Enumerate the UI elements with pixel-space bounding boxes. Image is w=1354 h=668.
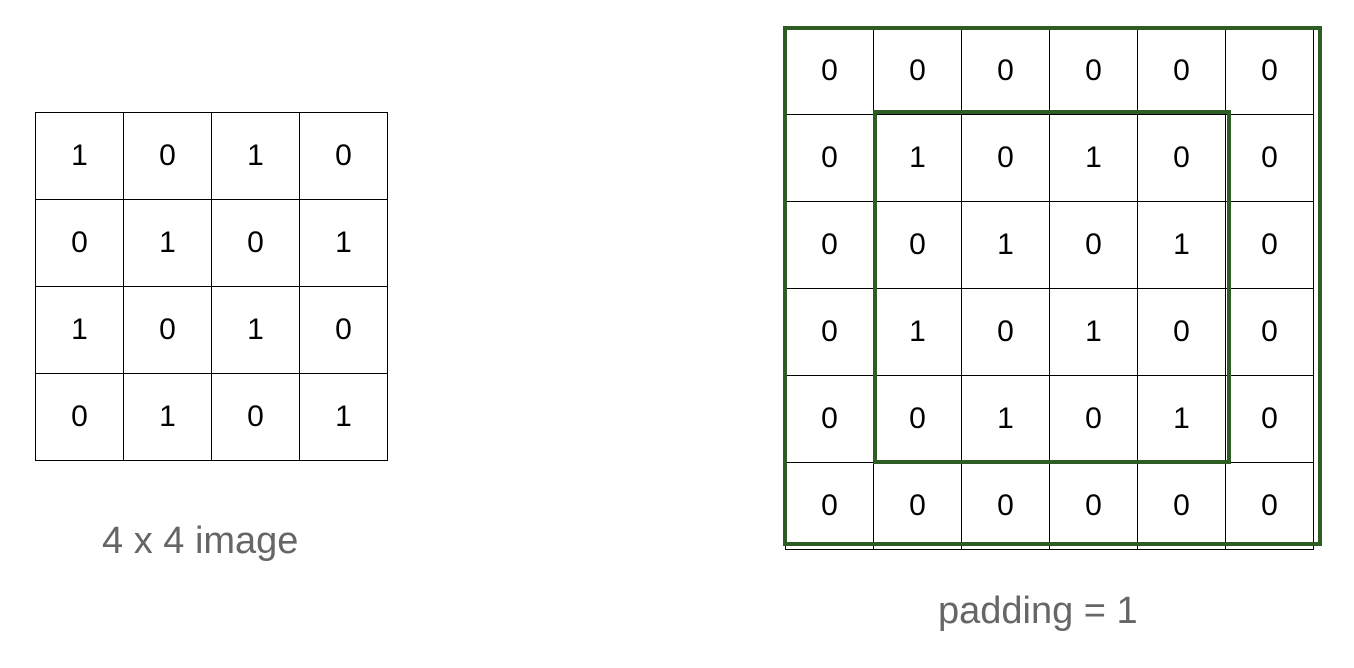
matrix-cell: 0 [962, 463, 1050, 550]
matrix-cell: 0 [212, 374, 300, 461]
matrix-cell: 0 [786, 202, 874, 289]
matrix-cell: 0 [1226, 463, 1314, 550]
matrix-cell: 1 [36, 287, 124, 374]
matrix-cell: 1 [1050, 289, 1138, 376]
matrix-cell: 0 [962, 289, 1050, 376]
matrix-cell: 1 [1050, 115, 1138, 202]
matrix-cell: 1 [962, 202, 1050, 289]
image-caption: 4 x 4 image [102, 520, 299, 562]
matrix-cell: 0 [874, 202, 962, 289]
matrix-cell: 0 [124, 113, 212, 200]
matrix-cell: 0 [962, 28, 1050, 115]
matrix-cell: 1 [124, 200, 212, 287]
matrix-cell: 0 [962, 115, 1050, 202]
matrix-cell: 1 [1138, 376, 1226, 463]
matrix-cell: 1 [300, 200, 388, 287]
matrix-cell: 0 [786, 376, 874, 463]
matrix-cell: 0 [212, 200, 300, 287]
matrix-cell: 0 [1050, 202, 1138, 289]
matrix-cell: 0 [1226, 289, 1314, 376]
matrix-cell: 0 [1138, 115, 1226, 202]
matrix-cell: 0 [1050, 376, 1138, 463]
matrix-cell: 0 [1226, 28, 1314, 115]
matrix-cell: 0 [1050, 28, 1138, 115]
matrix-cell: 0 [786, 463, 874, 550]
matrix-cell: 1 [874, 115, 962, 202]
matrix-cell: 1 [874, 289, 962, 376]
matrix-cell: 1 [962, 376, 1050, 463]
matrix-cell: 0 [874, 376, 962, 463]
matrix-cell: 0 [1226, 202, 1314, 289]
matrix-cell: 1 [212, 287, 300, 374]
matrix-cell: 0 [1050, 463, 1138, 550]
matrix-cell: 0 [300, 287, 388, 374]
matrix-cell: 0 [124, 287, 212, 374]
matrix-cell: 0 [1226, 376, 1314, 463]
matrix-cell: 0 [300, 113, 388, 200]
matrix-cell: 0 [36, 374, 124, 461]
matrix-cell: 0 [786, 28, 874, 115]
matrix-cell: 0 [1138, 28, 1226, 115]
matrix-cell: 1 [1138, 202, 1226, 289]
matrix-cell: 0 [874, 28, 962, 115]
matrix-cell: 1 [300, 374, 388, 461]
matrix-cell: 0 [1138, 289, 1226, 376]
matrix-cell: 0 [786, 289, 874, 376]
padding-caption: padding = 1 [938, 590, 1138, 632]
matrix-cell: 0 [1138, 463, 1226, 550]
matrix-cell: 0 [36, 200, 124, 287]
matrix-cell: 0 [874, 463, 962, 550]
matrix-cell: 1 [212, 113, 300, 200]
matrix-cell: 1 [124, 374, 212, 461]
matrix-cell: 0 [1226, 115, 1314, 202]
matrix-cell: 0 [786, 115, 874, 202]
matrix-cell: 1 [36, 113, 124, 200]
